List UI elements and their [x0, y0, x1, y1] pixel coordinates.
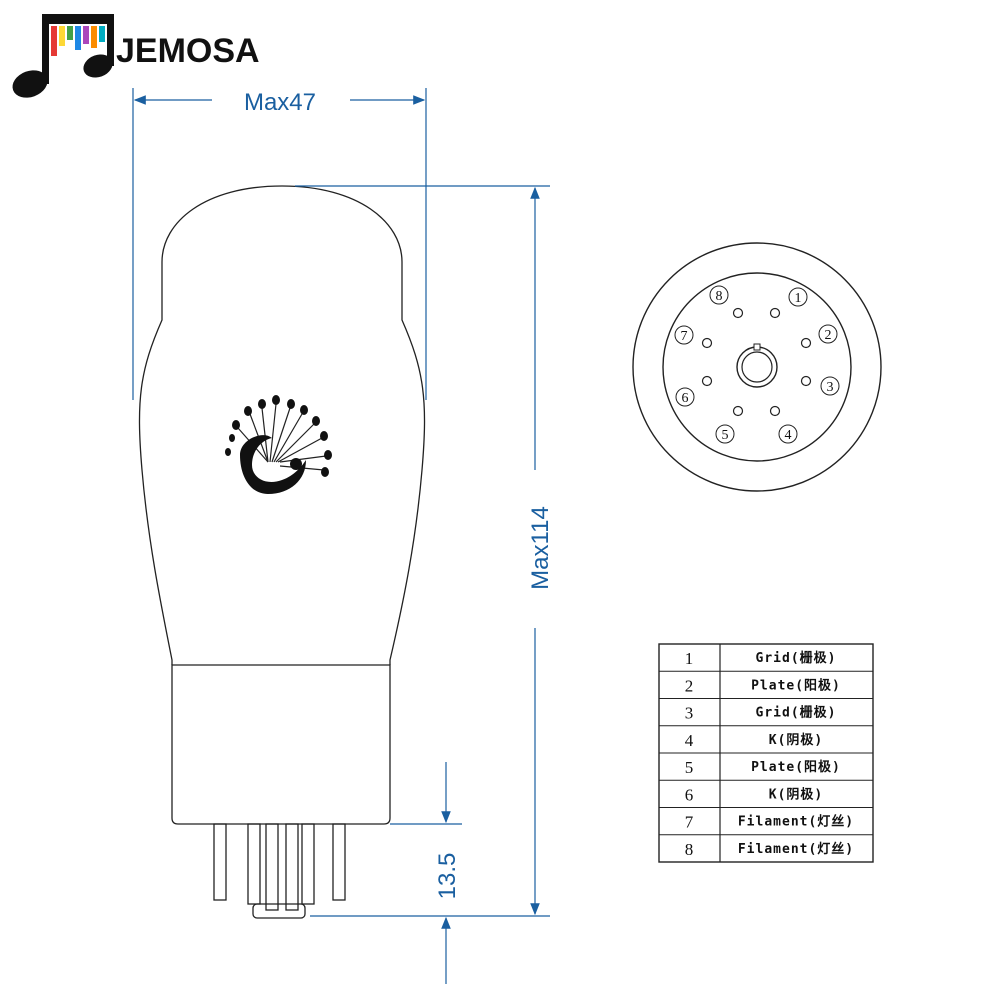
pin-table-number: 8 — [685, 840, 694, 859]
pin-table-function: Grid(栅极) — [756, 650, 837, 666]
logo-color-bar — [83, 26, 89, 44]
pin-table-function: Filament(灯丝) — [738, 814, 854, 830]
pin-table-number: 3 — [685, 704, 694, 723]
pin-table-function: Plate(阳极) — [751, 759, 841, 775]
pin-numbers: 1 2 3 4 5 6 7 8 — [674, 285, 840, 444]
height-label: Max114 — [527, 506, 554, 590]
base-pinout-view: 1 2 3 4 5 6 7 8 — [632, 242, 882, 492]
logo-color-bar — [67, 26, 73, 40]
tube-base — [171, 664, 391, 825]
center-key-icon — [736, 346, 778, 388]
pin-number-label: 6 — [682, 391, 689, 406]
pin-table-function: Plate(阳极) — [751, 677, 841, 693]
pin-table-function: K(阴极) — [769, 786, 823, 802]
pin-number-label: 4 — [785, 428, 792, 443]
pin-table-function: Grid(栅极) — [756, 705, 837, 721]
pin-hole — [800, 337, 812, 349]
logo-color-bar — [75, 26, 81, 50]
pin-number-label: 3 — [827, 380, 834, 395]
pin-table-number: 1 — [685, 649, 694, 668]
pin-hole — [769, 307, 781, 319]
pin-table-number: 7 — [685, 813, 694, 832]
glass-envelope — [138, 185, 426, 665]
pin-table-number: 4 — [685, 731, 694, 750]
pin-table-number: 2 — [685, 676, 694, 695]
logo-color-bar — [51, 26, 57, 56]
pin-number-label: 1 — [795, 291, 802, 306]
pin-hole — [732, 307, 744, 319]
tube-pins — [213, 823, 346, 919]
pin-number-circle — [715, 424, 735, 444]
pin-number-circle — [675, 387, 695, 407]
logo-color-bar — [91, 26, 97, 48]
pin-hole — [769, 405, 781, 417]
brand-name: JEMOSA — [116, 32, 260, 70]
pin-table-function: Filament(灯丝) — [738, 841, 854, 857]
music-note-icon — [12, 14, 114, 98]
pin-length-dimension: 13.5 — [390, 762, 462, 984]
pin-number-circle — [674, 325, 694, 345]
pin-number-label: 7 — [681, 329, 688, 344]
pin-table-number: 6 — [685, 785, 694, 804]
logo-color-bar — [59, 26, 65, 46]
pin-number-circle — [788, 287, 808, 307]
pin-number-label: 5 — [722, 428, 729, 443]
pin-table-number: 5 — [685, 758, 694, 777]
pin-hole — [732, 405, 744, 417]
peacock-logo-icon — [225, 395, 332, 494]
height-dimension: Max114 — [295, 185, 554, 917]
pin-number-circle — [820, 376, 840, 396]
pin-number-circle — [778, 424, 798, 444]
brand-logo: JEMOSA — [12, 14, 260, 98]
pin-number-circle — [709, 285, 729, 305]
tube-outline — [138, 185, 426, 919]
pin-holes — [701, 307, 812, 417]
pin-length-label: 13.5 — [434, 853, 461, 900]
pin-hole — [800, 375, 812, 387]
pin-table-function: K(阴极) — [769, 732, 823, 748]
width-dimension: Max47 — [132, 88, 427, 400]
pin-number-label: 8 — [716, 289, 723, 304]
pin-hole — [701, 375, 713, 387]
width-label: Max47 — [244, 89, 316, 116]
logo-color-bar — [99, 26, 105, 42]
pin-number-circle — [818, 324, 838, 344]
pin-number-label: 2 — [825, 328, 832, 343]
pin-hole — [701, 337, 713, 349]
